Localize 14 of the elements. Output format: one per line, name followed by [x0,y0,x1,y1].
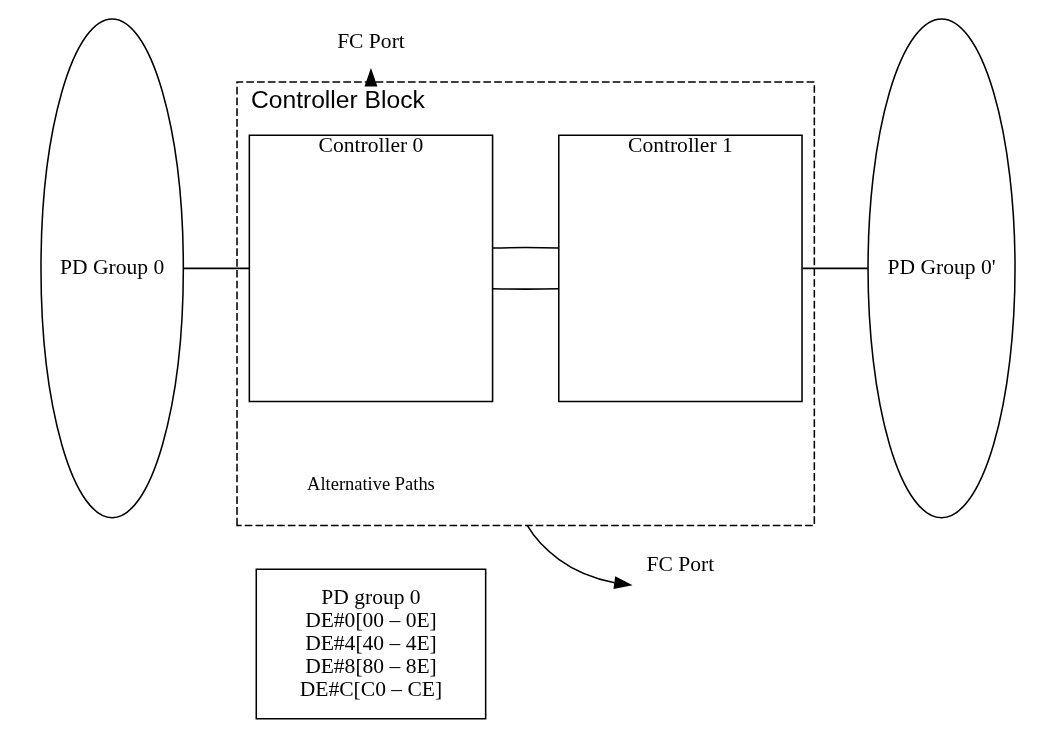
arrow [364,68,377,87]
node-ellipse: PD Group 0 [39,18,184,519]
connector [182,267,250,270]
connector [491,246,559,249]
node-ellipse: PD Group 0' [866,18,1016,519]
connector [491,287,559,290]
node-text: FC Port [336,28,405,53]
label: Alternative Paths [306,474,435,495]
connector [801,267,869,270]
arrow [526,524,633,590]
node-text: FC Port [646,552,714,577]
node-box: Controller 1 [557,134,803,403]
node-box: PD group 0 DE#0[00 – 0E] DE#4[40 – 4E] DE#8[80 – 8E] DE#C[C0 – CE] [255,568,486,720]
node-box: Controller 0 [248,134,493,403]
